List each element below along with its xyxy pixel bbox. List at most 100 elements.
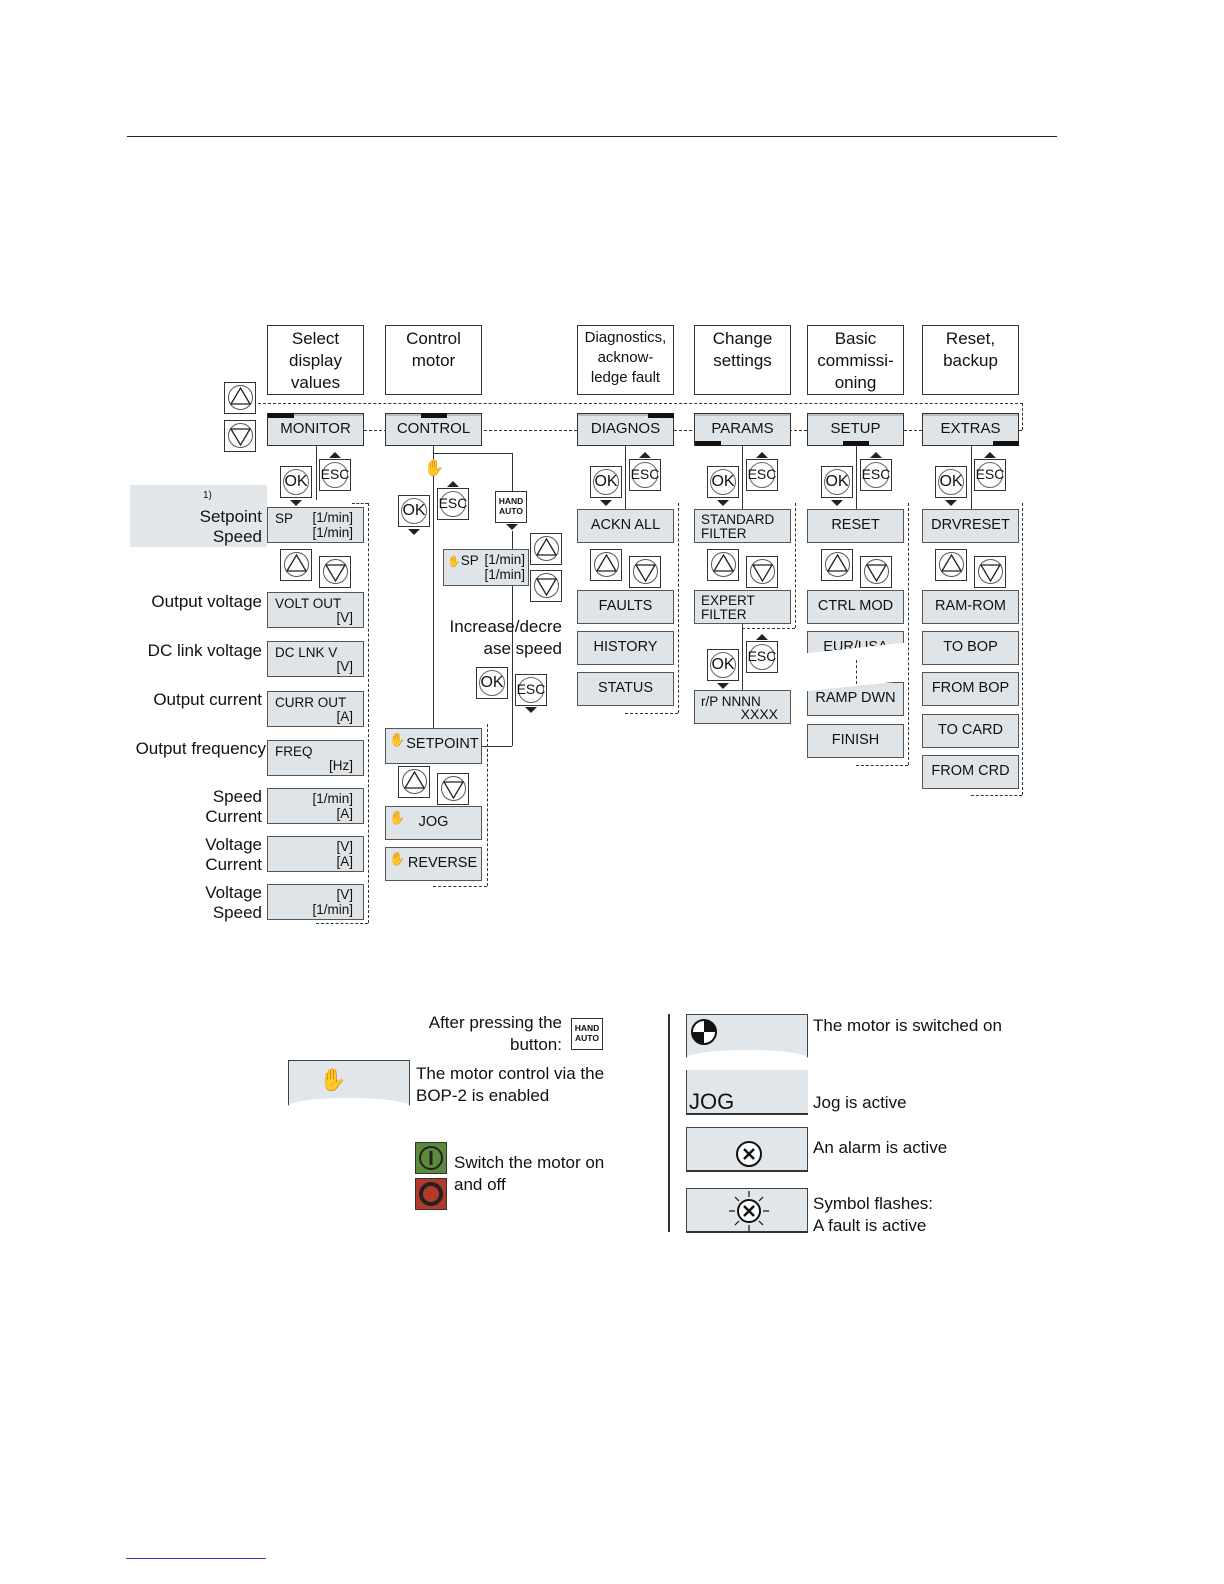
display-sp: SP[1/min][1/min]	[267, 507, 364, 543]
down-button-diagnos[interactable]	[629, 556, 661, 588]
item-faults[interactable]: FAULTS	[577, 590, 674, 624]
switch-off-button	[415, 1178, 447, 1210]
up-triangle-icon	[283, 552, 309, 577]
item-ackn-all[interactable]: ACKN ALL	[577, 509, 674, 543]
control-branch	[433, 453, 512, 454]
up-triangle-icon	[533, 536, 559, 561]
hand-auto-arrow-icon	[506, 524, 518, 530]
ok-button-control[interactable]: OK	[398, 495, 430, 527]
up-button-params[interactable]	[707, 549, 739, 581]
menu-setup[interactable]: SETUP	[807, 413, 904, 446]
menu-diagnos[interactable]: DIAGNOS	[577, 413, 674, 446]
ok-arrow-icon	[945, 500, 957, 506]
item-ram-rom[interactable]: RAM-ROM	[922, 590, 1019, 624]
up-triangle-icon	[710, 552, 736, 577]
omission-dots	[856, 660, 857, 684]
down-button-extras[interactable]	[974, 556, 1006, 588]
ok-button-params[interactable]: OK	[707, 466, 739, 498]
esc-button-control[interactable]: ESC	[437, 488, 469, 520]
esc-button-control-sp[interactable]: ESC	[515, 674, 547, 706]
item-setpoint[interactable]: ✋SETPOINT	[385, 728, 482, 764]
item-to-card[interactable]: TO CARD	[922, 714, 1019, 748]
down-button-control[interactable]	[437, 773, 469, 805]
legend-alarm-underline	[686, 1170, 808, 1172]
hand-icon: ✋	[389, 732, 406, 747]
ok-button-monitor[interactable]: OK	[280, 466, 312, 498]
menu-monitor-marker	[268, 413, 294, 418]
up-arrow-button[interactable]	[224, 382, 256, 414]
ok-button-params-2[interactable]: OK	[707, 649, 739, 681]
down-arrow-button[interactable]	[224, 420, 256, 452]
up-button-extras[interactable]	[935, 549, 967, 581]
down-button-params[interactable]	[746, 556, 778, 588]
menu-connector	[364, 430, 1022, 431]
ok-button-control-sp[interactable]: OK	[476, 667, 508, 699]
down-button-monitor[interactable]	[319, 556, 351, 588]
menu-control-marker	[421, 413, 447, 418]
legend-divider	[668, 1014, 670, 1232]
up-button-monitor[interactable]	[280, 549, 312, 581]
item-history[interactable]: HISTORY	[577, 631, 674, 665]
label-output-voltage: Output voltage	[151, 592, 262, 611]
esc-arrow-icon	[870, 452, 882, 458]
display-freq: FREQ[Hz]	[267, 740, 364, 776]
ok-arrow-icon	[717, 500, 729, 506]
extras-stem	[971, 446, 972, 509]
menu-extras[interactable]: EXTRAS	[922, 413, 1019, 446]
item-from-bop[interactable]: FROM BOP	[922, 672, 1019, 706]
item-ctrl-mod[interactable]: CTRL MOD	[807, 590, 904, 624]
legend-wave	[686, 1050, 808, 1060]
down-button-setup[interactable]	[860, 556, 892, 588]
down-button-control-sp[interactable]	[530, 570, 562, 602]
up-button-diagnos[interactable]	[590, 549, 622, 581]
up-button-control[interactable]	[398, 766, 430, 798]
ok-button-setup[interactable]: OK	[821, 466, 853, 498]
down-triangle-icon	[632, 559, 658, 584]
display-control-sp: ✋SP [1/min][1/min]	[443, 549, 529, 586]
hand-icon: ✋	[389, 810, 406, 825]
down-triangle-icon	[977, 559, 1003, 584]
header-diagnostics: Diagnostics,acknow-ledge fault	[577, 325, 674, 395]
esc-arrow-icon	[329, 452, 341, 458]
params-loop-right	[795, 503, 796, 628]
control-sp-stem	[512, 531, 513, 549]
display-voltage-speed: [V][1/min]	[267, 884, 364, 920]
ok-button-extras[interactable]: OK	[935, 466, 967, 498]
item-from-crd[interactable]: FROM CRD	[922, 755, 1019, 789]
menu-monitor[interactable]: MONITOR	[267, 413, 364, 446]
up-button-control-sp[interactable]	[530, 533, 562, 565]
ok-button-diagnos[interactable]: OK	[590, 466, 622, 498]
ok-arrow-icon	[600, 500, 612, 506]
item-finish[interactable]: FINISH	[807, 724, 904, 758]
item-to-bop[interactable]: TO BOP	[922, 631, 1019, 665]
power-off-icon	[419, 1182, 443, 1206]
item-drvreset[interactable]: DRVRESET	[922, 509, 1019, 543]
monitor-loop-bottom	[316, 923, 368, 924]
esc-button-monitor[interactable]: ESC	[319, 459, 351, 491]
extras-loop-right	[1022, 503, 1023, 795]
menu-params-marker	[695, 441, 721, 446]
down-triangle-icon	[533, 573, 559, 598]
setup-loop-right	[908, 503, 909, 765]
esc-button-extras[interactable]: ESC	[974, 459, 1006, 491]
item-reset[interactable]: RESET	[807, 509, 904, 543]
menu-control[interactable]: CONTROL	[385, 413, 482, 446]
control-sp-return	[482, 746, 512, 747]
esc-button-params-2[interactable]: ESC	[746, 641, 778, 673]
footnote-marker: 1)	[203, 490, 212, 501]
item-reverse[interactable]: ✋REVERSE	[385, 847, 482, 881]
esc-button-diagnos[interactable]: ESC	[629, 459, 661, 491]
menu-params[interactable]: PARAMS	[694, 413, 791, 446]
esc-button-setup[interactable]: ESC	[860, 459, 892, 491]
esc-button-params[interactable]: ESC	[746, 459, 778, 491]
down-triangle-icon	[749, 559, 775, 584]
item-status[interactable]: STATUS	[577, 672, 674, 706]
up-button-setup[interactable]	[821, 549, 853, 581]
item-jog[interactable]: ✋JOG	[385, 806, 482, 840]
menu-setup-marker	[843, 441, 869, 446]
